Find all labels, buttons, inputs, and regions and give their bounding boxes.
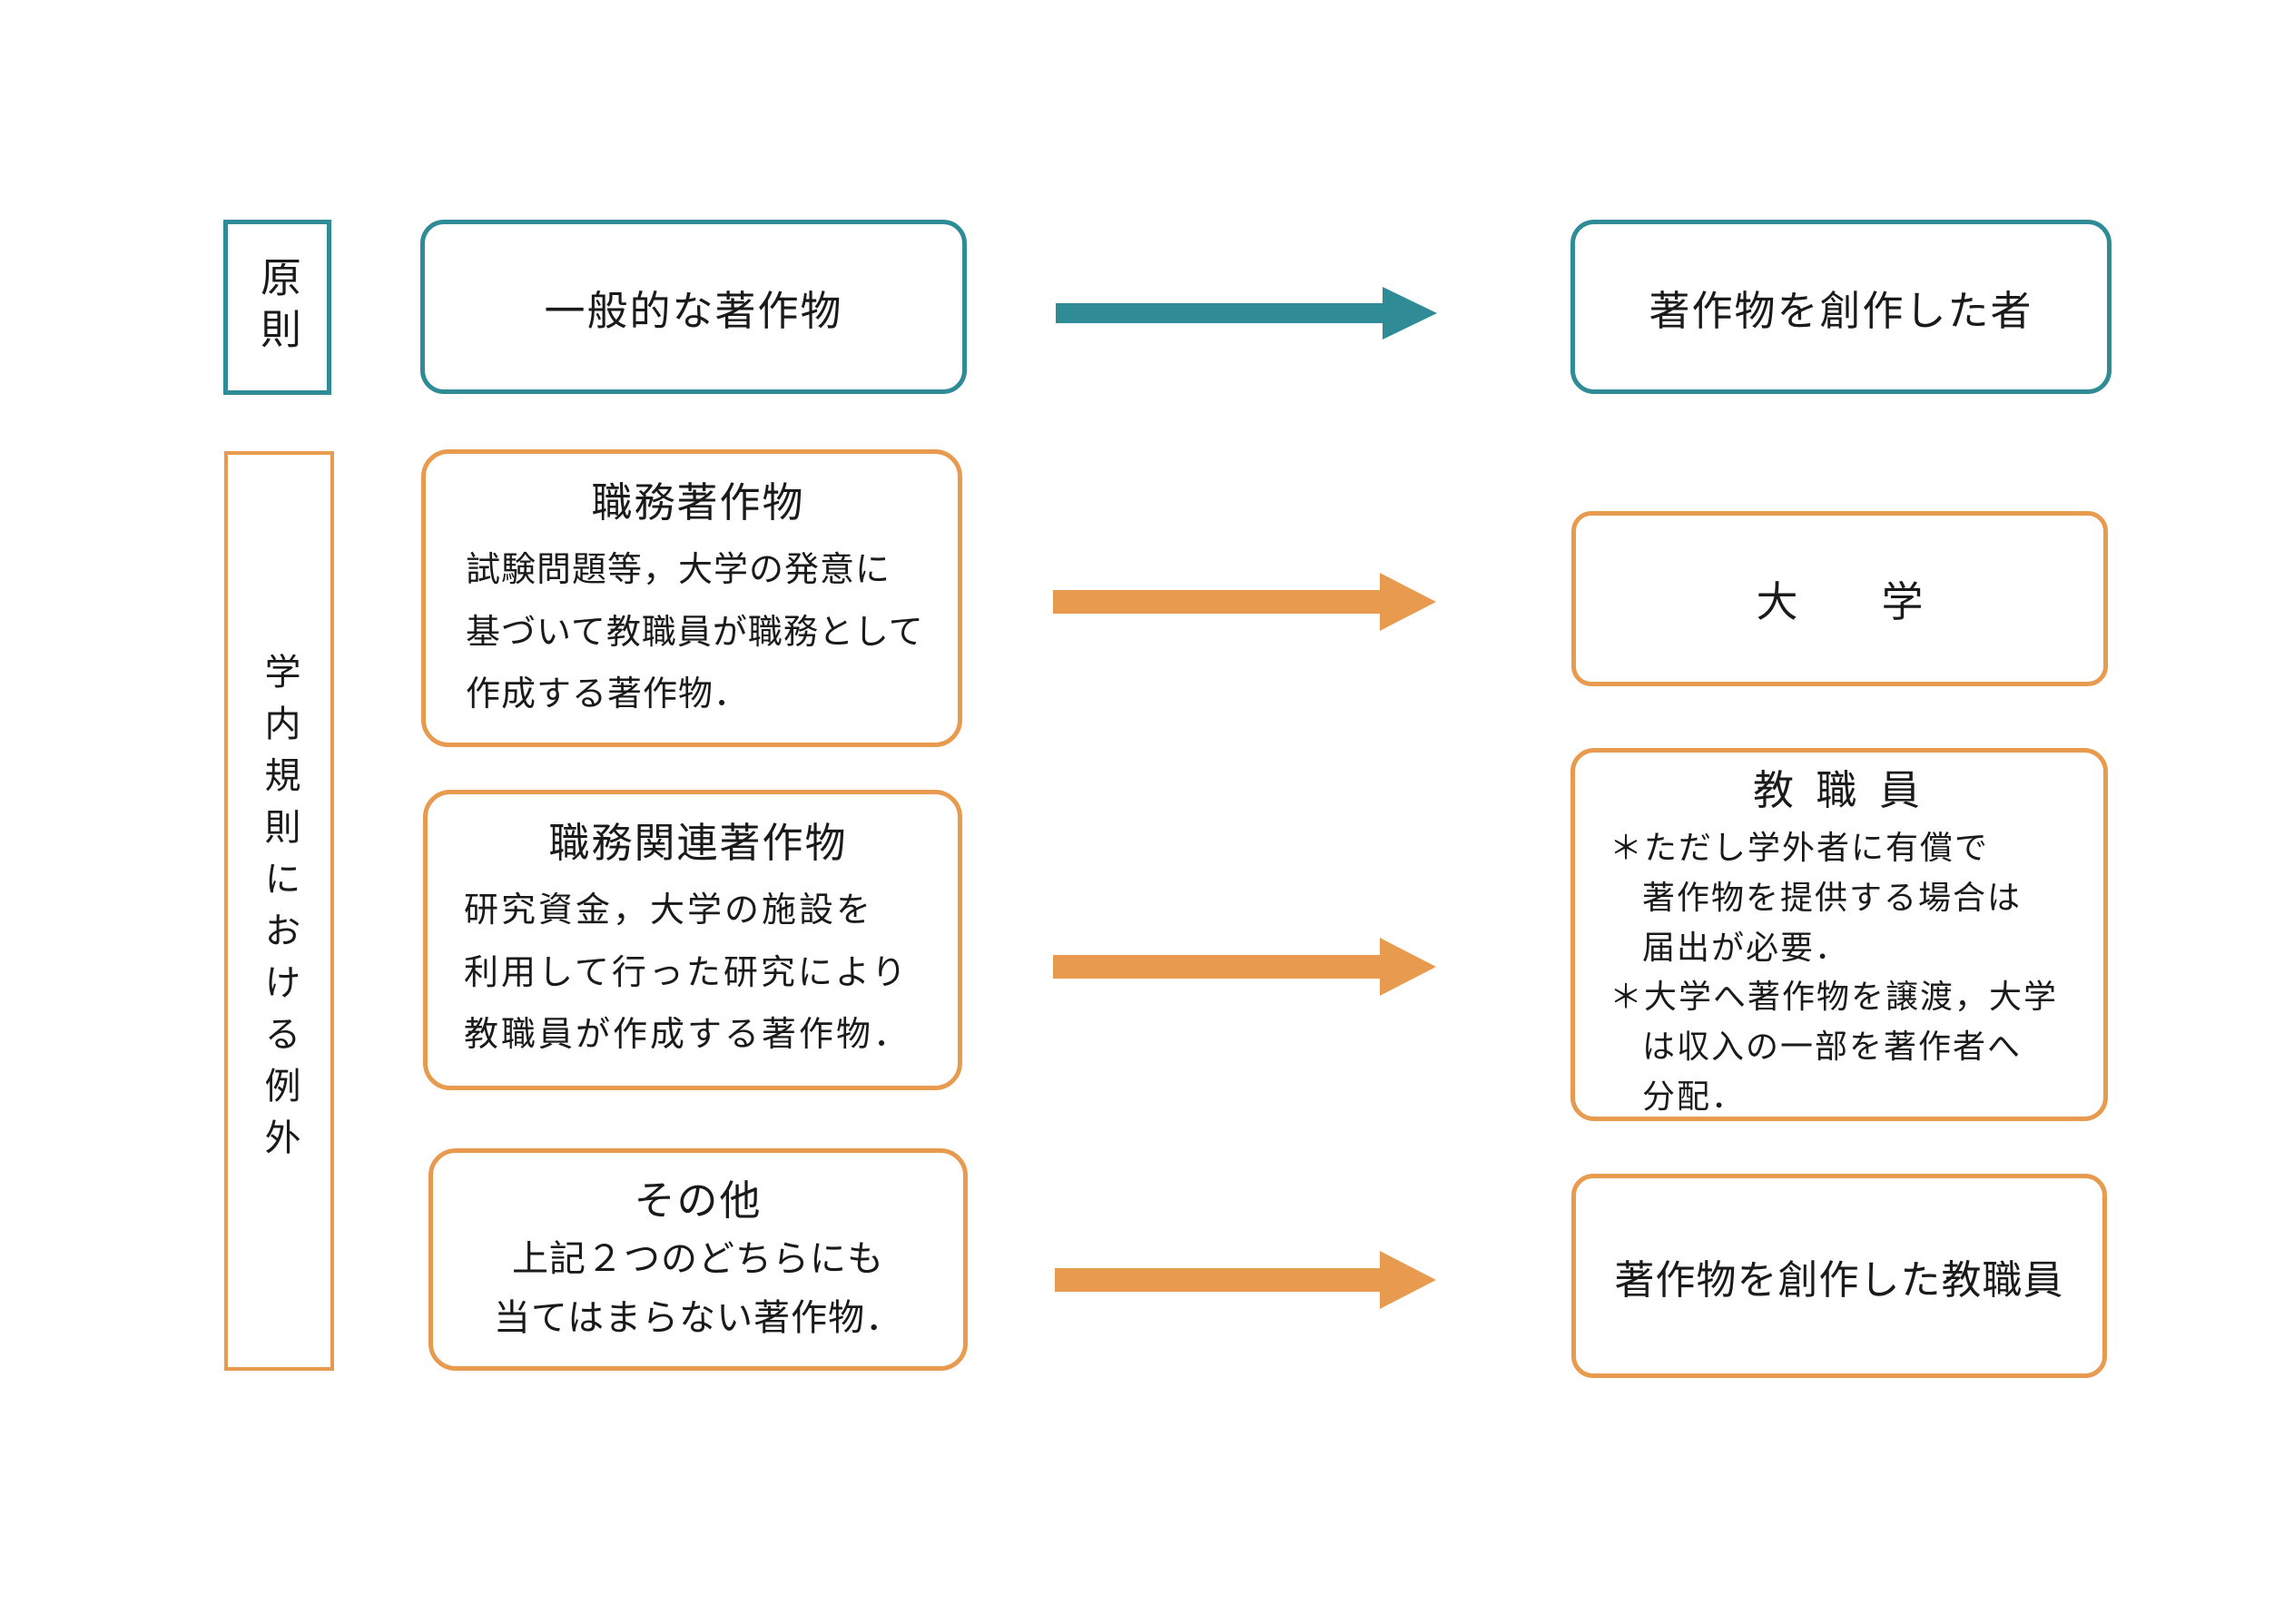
duty-related-work-title: 職務関連著作物 bbox=[548, 820, 848, 866]
creating-staff-box: 著作物を創作した教職員 bbox=[1571, 1174, 2107, 1378]
note-line: ＊大学へ著作物を譲渡，大学 bbox=[1610, 978, 2059, 1016]
principle-row-label-box: 原則 bbox=[223, 220, 331, 395]
other-works-title: その他 bbox=[634, 1176, 763, 1224]
note-line: は収入の一部を著作者へ bbox=[1642, 1028, 2023, 1066]
description-line: 教職員が作成する著作物． bbox=[464, 1016, 911, 1055]
exception-section-label: 学内規則における例外 bbox=[259, 652, 300, 1170]
general-work-title: 一般的な著作物 bbox=[544, 287, 843, 334]
other-works-box: その他 上記２つのどちらにも 当てはまらない著作物． bbox=[428, 1148, 968, 1371]
creating-staff-title: 著作物を創作した教職員 bbox=[1614, 1257, 2064, 1303]
arrow-shaft bbox=[1055, 1268, 1380, 1292]
description-line: 研究資金，大学の施設を bbox=[464, 891, 874, 930]
duty-work-box: 職務著作物 試験問題等，大学の発意に 基づいて教職員が職務として 作成する著作物… bbox=[421, 449, 962, 747]
description-line: 当てはまらない著作物． bbox=[493, 1297, 903, 1338]
description-line: 試験問題等，大学の発意に bbox=[466, 551, 891, 590]
arrow-head bbox=[1380, 1251, 1436, 1309]
work-creator-box: 著作物を創作した者 bbox=[1570, 220, 2112, 394]
arrow-right-icon bbox=[1053, 938, 1436, 996]
arrow-head bbox=[1380, 573, 1436, 631]
university-title: 大 学 bbox=[1756, 577, 1924, 625]
general-work-box: 一般的な著作物 bbox=[420, 220, 967, 394]
faculty-staff-title: 教 職 員 bbox=[1752, 767, 1925, 813]
duty-work-title: 職務著作物 bbox=[591, 479, 805, 526]
duty-related-work-box: 職務関連著作物 研究資金，大学の施設を 利用して行った研究により 教職員が作成す… bbox=[423, 790, 962, 1090]
note-line: 著作物を提供する場合は bbox=[1642, 878, 2023, 916]
note-line: ＊ただし学外者に有償で bbox=[1610, 829, 1990, 867]
arrow-right-icon bbox=[1056, 287, 1437, 340]
exception-section-label-box: 学内規則における例外 bbox=[224, 451, 334, 1371]
duty-work-description: 試験問題等，大学の発意に 基づいて教職員が職務として 作成する著作物． bbox=[466, 539, 930, 725]
arrow-shaft bbox=[1053, 955, 1380, 979]
note-line: 分配． bbox=[1642, 1077, 1747, 1115]
description-line: 作成する著作物． bbox=[466, 675, 750, 714]
note-line: 届出が必要． bbox=[1642, 928, 1850, 966]
description-line: 基づいて教職員が職務として bbox=[466, 613, 924, 652]
faculty-staff-notes: ＊ただし学外者に有償で 著作物を提供する場合は 届出が必要． ＊大学へ著作物を譲… bbox=[1575, 823, 2103, 1121]
duty-related-work-description: 研究資金，大学の施設を 利用して行った研究により 教職員が作成する著作物． bbox=[464, 880, 932, 1066]
arrow-shaft bbox=[1056, 303, 1383, 323]
arrow-head bbox=[1383, 287, 1437, 340]
description-line: 上記２つのどちらにも bbox=[511, 1238, 884, 1279]
arrow-right-icon bbox=[1053, 573, 1436, 631]
work-creator-title: 著作物を創作した者 bbox=[1649, 287, 2033, 334]
faculty-staff-box: 教 職 員 ＊ただし学外者に有償で 著作物を提供する場合は 届出が必要． ＊大学… bbox=[1570, 748, 2108, 1121]
arrow-shaft bbox=[1053, 590, 1380, 614]
principle-row-label: 原則 bbox=[254, 255, 300, 359]
description-line: 利用して行った研究により bbox=[464, 953, 910, 992]
arrow-right-icon bbox=[1055, 1251, 1436, 1309]
arrow-head bbox=[1380, 938, 1436, 996]
university-box: 大 学 bbox=[1571, 511, 2108, 686]
other-works-description: 上記２つのどちらにも 当てはまらない著作物． bbox=[494, 1230, 902, 1348]
